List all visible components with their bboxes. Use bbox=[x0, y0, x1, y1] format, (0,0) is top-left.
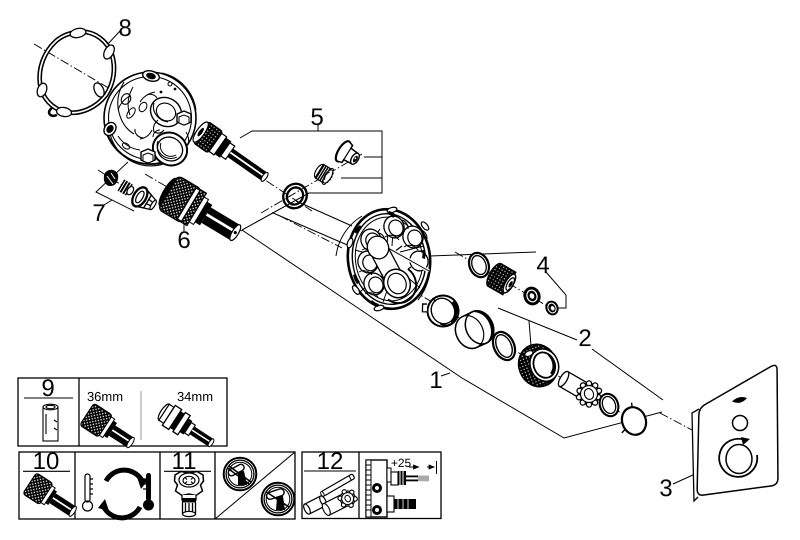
svg-text:3: 3 bbox=[659, 475, 672, 502]
svg-text:10: 10 bbox=[33, 448, 60, 475]
svg-text:1: 1 bbox=[429, 367, 442, 394]
svg-text:+25: +25 bbox=[391, 456, 412, 470]
svg-text:8: 8 bbox=[118, 15, 131, 42]
svg-text:5: 5 bbox=[310, 104, 323, 131]
svg-text:34mm: 34mm bbox=[177, 389, 213, 404]
svg-text:6: 6 bbox=[177, 227, 190, 254]
svg-text:36mm: 36mm bbox=[87, 389, 123, 404]
svg-text:2: 2 bbox=[578, 325, 591, 352]
svg-text:9: 9 bbox=[41, 375, 54, 402]
svg-text:7: 7 bbox=[92, 200, 105, 227]
svg-text:11: 11 bbox=[172, 448, 197, 475]
svg-text:12: 12 bbox=[317, 448, 344, 475]
svg-text:4: 4 bbox=[536, 252, 549, 279]
